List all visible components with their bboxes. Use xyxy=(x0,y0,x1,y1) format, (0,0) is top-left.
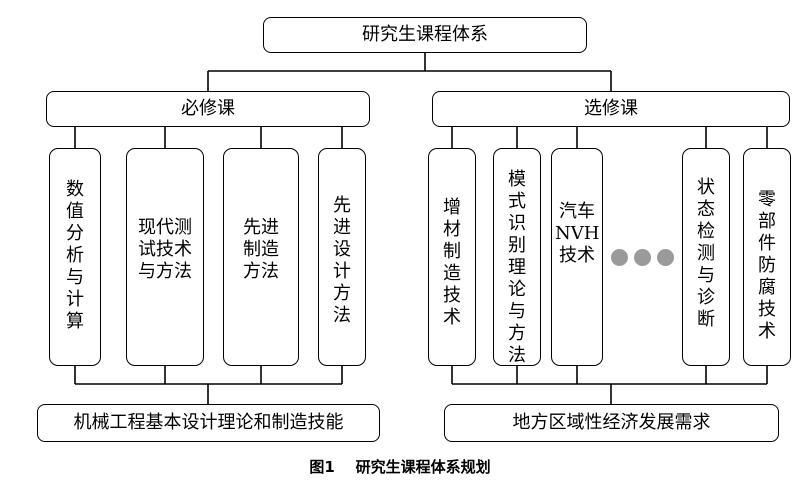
course-label: 汽车NVH技术 xyxy=(555,201,600,266)
course-label: 零部件防腐技术 xyxy=(758,189,776,342)
root-label: 研究生课程体系 xyxy=(362,24,488,45)
course-node: 状态检测与诊断 xyxy=(682,148,730,366)
elective-outcome-node: 地方区域性经济发展需求 xyxy=(444,404,779,442)
course-label: 状态检测与诊断 xyxy=(697,177,715,330)
course-label: 模式识别理论与方法 xyxy=(508,169,526,366)
ellipsis-dot xyxy=(634,249,651,266)
course-node: 零部件防腐技术 xyxy=(743,148,791,366)
figure-number: 图1 xyxy=(309,458,335,476)
course-node: 增材制造技术 xyxy=(428,148,476,366)
figure-title: 研究生课程体系规划 xyxy=(355,458,491,476)
course-label: 先进制造方法 xyxy=(243,217,279,282)
course-label: 增材制造技术 xyxy=(443,197,461,328)
required-outcome-node: 机械工程基本设计理论和制造技能 xyxy=(37,404,380,442)
root-node: 研究生课程体系 xyxy=(263,17,587,53)
course-node: 汽车NVH技术 xyxy=(551,148,603,366)
ellipsis-dot xyxy=(657,249,674,266)
course-label: 先进设计方法 xyxy=(333,195,351,326)
course-node: 先进设计方法 xyxy=(318,148,366,366)
elective-group-label: 选修课 xyxy=(584,98,638,119)
required-outcome-label: 机械工程基本设计理论和制造技能 xyxy=(73,412,344,433)
course-label: 数值分析与计算 xyxy=(66,179,84,332)
figure-caption: 图1 研究生课程体系规划 xyxy=(0,456,800,477)
course-node: 现代测试技术与方法 xyxy=(126,148,204,366)
course-node: 先进制造方法 xyxy=(223,148,299,366)
course-node: 模式识别理论与方法 xyxy=(493,148,541,366)
ellipsis-dot xyxy=(611,249,628,266)
course-node: 数值分析与计算 xyxy=(49,148,101,366)
required-group-node: 必修课 xyxy=(46,91,370,127)
required-group-label: 必修课 xyxy=(181,98,235,119)
ellipsis-indicator: ●●● xyxy=(611,249,675,266)
elective-group-node: 选修课 xyxy=(432,91,790,127)
elective-outcome-label: 地方区域性经济发展需求 xyxy=(512,412,711,433)
course-label: 现代测试技术与方法 xyxy=(138,217,192,282)
